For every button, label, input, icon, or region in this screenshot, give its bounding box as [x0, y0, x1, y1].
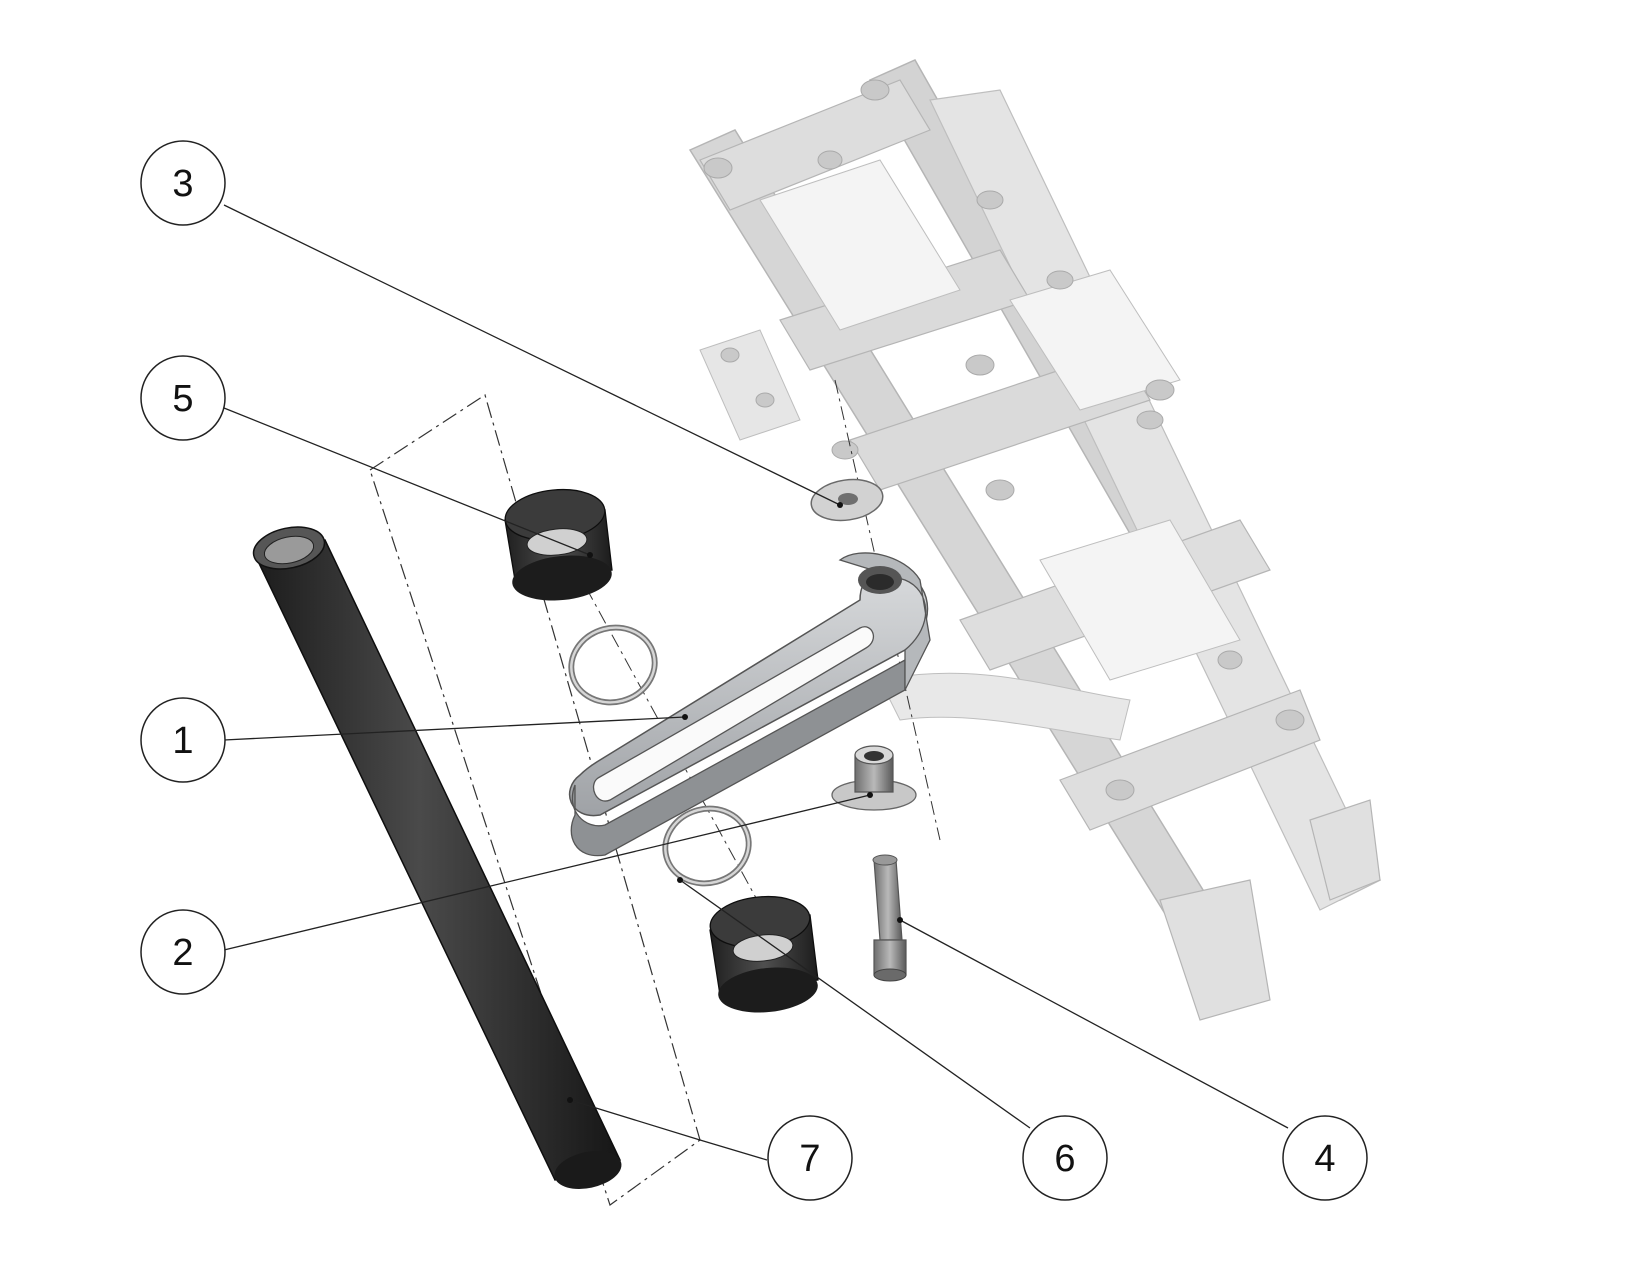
balloon-6-label: 6 — [1054, 1138, 1075, 1180]
balloon-4-label: 4 — [1314, 1138, 1335, 1180]
balloon-4: 4 — [1282, 1115, 1368, 1201]
washer-part — [810, 478, 884, 522]
frame-side-plate — [699, 329, 801, 441]
frame-window-1 — [759, 159, 961, 331]
balloon-1: 1 — [140, 697, 226, 783]
frame-window-3 — [1039, 519, 1241, 681]
balloon-2-label: 2 — [172, 932, 193, 974]
leader-7 — [569, 1099, 768, 1161]
slotted-arm-part — [569, 552, 931, 857]
balloon-3-label: 3 — [172, 163, 193, 205]
balloon-2: 2 — [140, 909, 226, 995]
balloon-5-label: 5 — [172, 378, 193, 420]
balloon-7-label: 7 — [799, 1138, 820, 1180]
lower-retaining-ring-part — [662, 805, 752, 887]
leader-4 — [899, 919, 1289, 1129]
bushing-axis — [559, 539, 791, 961]
frame-assembly — [688, 59, 1382, 1021]
lower-bushing-part — [709, 895, 819, 1013]
leader-5 — [223, 407, 591, 556]
leader-lines — [223, 204, 1289, 1161]
leader-2 — [223, 794, 871, 951]
tube-part — [252, 526, 622, 1189]
balloon-3: 3 — [140, 140, 226, 226]
upper-bushing-part — [504, 488, 613, 601]
frame-curved-strut — [879, 672, 1131, 741]
flanged-sleeve-part — [831, 745, 917, 811]
frame-bottom-foot — [1159, 879, 1271, 1021]
upper-retaining-ring-part — [568, 624, 658, 706]
leader-3 — [223, 204, 841, 506]
frame-window-2 — [1009, 269, 1181, 411]
balloon-5: 5 — [140, 355, 226, 441]
balloon-6: 6 — [1022, 1115, 1108, 1201]
frame-cross-1 — [699, 79, 931, 211]
frame-bolt-bosses — [703, 79, 1305, 801]
frame-bottom-foot-2 — [1309, 799, 1381, 901]
balloon-1-label: 1 — [172, 720, 193, 762]
leader-6 — [679, 879, 1031, 1129]
cap-screw-part — [872, 854, 907, 982]
balloon-7: 7 — [767, 1115, 853, 1201]
leader-1 — [223, 716, 686, 741]
